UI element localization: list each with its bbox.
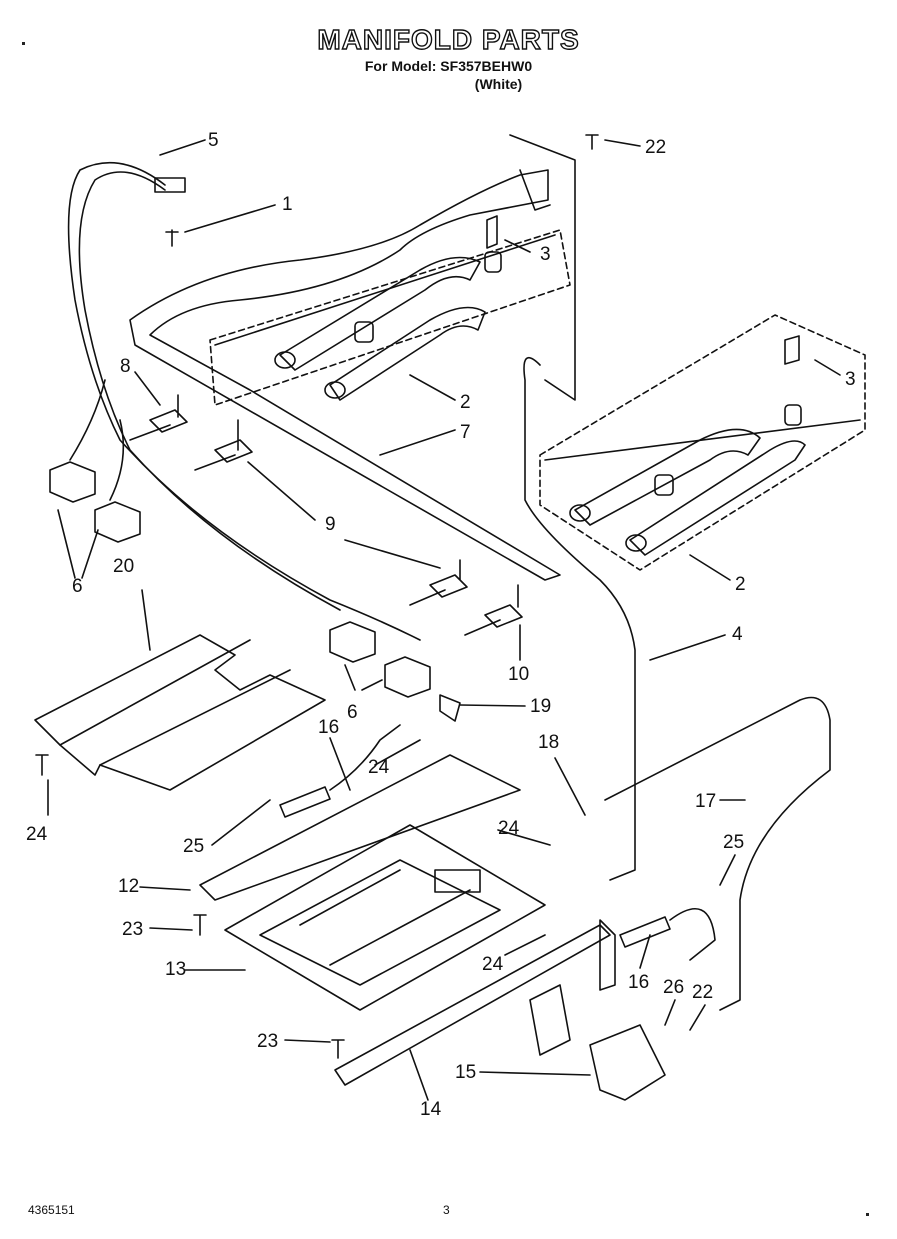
callout-9: 9 xyxy=(325,514,336,535)
gas-line-4 xyxy=(523,356,636,881)
header: MANIFOLD PARTS For Model: SF357BEHW0 (Wh… xyxy=(0,23,897,92)
callout-3b: 3 xyxy=(845,369,856,390)
page-title: MANIFOLD PARTS xyxy=(317,23,580,55)
callout-2: 2 xyxy=(460,392,471,413)
callout-16b: 16 xyxy=(628,972,649,993)
lower-burner-left xyxy=(574,428,761,526)
lower-burner-right xyxy=(629,440,806,556)
burner-pan xyxy=(224,824,546,1011)
gas-line-17 xyxy=(604,696,831,1011)
callout-25b: 25 xyxy=(723,832,744,853)
igniter-16 xyxy=(279,724,401,818)
callout-26: 26 xyxy=(663,977,684,998)
callout-13: 13 xyxy=(165,959,186,980)
model-line: For Model: SF357BEHW0 xyxy=(364,58,533,74)
color-line: (White) xyxy=(474,76,523,92)
callout-14: 14 xyxy=(420,1099,442,1120)
callout-23: 23 xyxy=(122,919,143,940)
lower-burner-box xyxy=(539,314,866,571)
valve-8 xyxy=(129,394,188,441)
leader-lines xyxy=(47,139,841,1101)
broiler-tube xyxy=(334,924,611,1086)
callout-12: 12 xyxy=(118,876,139,897)
callout-24: 24 xyxy=(368,757,390,778)
valve-9 xyxy=(409,559,468,606)
callout-24b: 24 xyxy=(498,818,520,839)
callout-20: 20 xyxy=(113,556,134,577)
wire-harness xyxy=(67,162,421,641)
callout-16: 16 xyxy=(318,717,339,738)
callout-7: 7 xyxy=(460,422,471,443)
callout-6b: 6 xyxy=(347,702,358,723)
callout-6: 6 xyxy=(72,576,83,597)
safety-valve xyxy=(529,984,666,1101)
bracket-19 xyxy=(439,694,461,722)
callout-2b: 2 xyxy=(735,574,746,595)
upper-burner-box xyxy=(209,229,571,406)
heat-shield xyxy=(34,634,326,791)
page-number: 3 xyxy=(443,1203,450,1217)
manifold-pipe xyxy=(129,169,561,581)
igniter-bracket xyxy=(49,461,96,503)
callout-24d: 24 xyxy=(26,824,48,845)
document-number: 4365151 xyxy=(28,1203,75,1217)
valve-10 xyxy=(464,584,523,636)
upper-burner-left xyxy=(279,256,481,371)
callout-18: 18 xyxy=(538,732,559,753)
callout-15: 15 xyxy=(455,1062,476,1083)
callout-24c: 24 xyxy=(482,954,504,975)
callout-10: 10 xyxy=(508,664,529,685)
callout-25: 25 xyxy=(183,836,204,857)
corner-mark xyxy=(866,1213,869,1216)
callout-5: 5 xyxy=(208,130,219,151)
callout-22: 22 xyxy=(645,137,666,158)
corner-mark xyxy=(22,42,25,45)
callout-4: 4 xyxy=(732,624,743,645)
upper-burner-right xyxy=(329,306,486,401)
callout-17: 17 xyxy=(695,791,716,812)
callout-8: 8 xyxy=(120,356,131,377)
callout-3: 3 xyxy=(540,244,551,265)
callout-1: 1 xyxy=(282,194,293,215)
callout-labels: 5 22 1 3 3 8 2 7 9 6 2 20 4 6 10 19 16 2… xyxy=(26,130,856,1120)
callout-22b: 22 xyxy=(692,982,713,1003)
callout-23b: 23 xyxy=(257,1031,278,1052)
callout-19: 19 xyxy=(530,696,551,717)
